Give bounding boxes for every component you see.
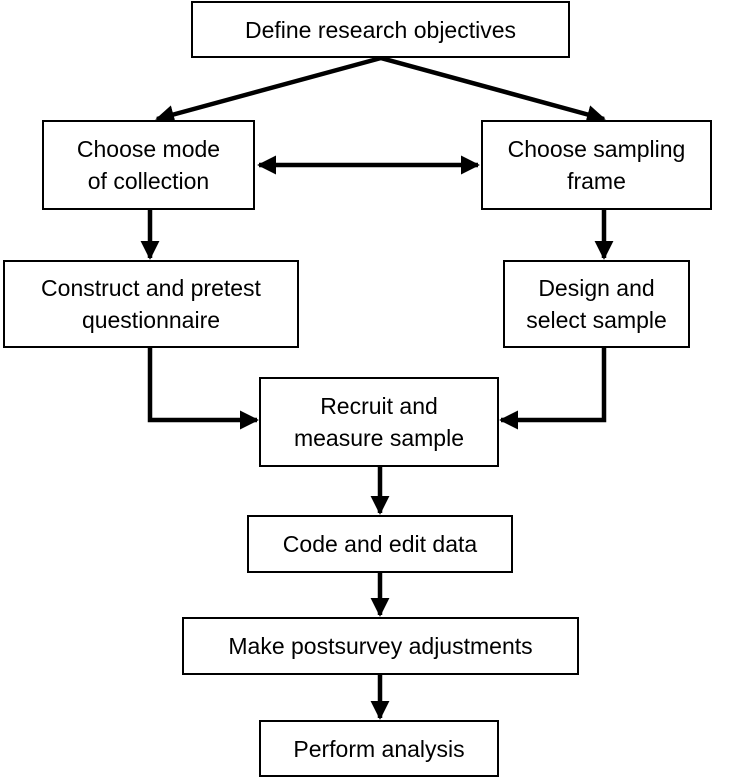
node-label-line: Code and edit data [282,531,478,557]
node-label-line: measure sample [293,425,465,451]
node-label-line: Choose sampling [507,136,686,162]
node-label-line: of collection [87,168,210,194]
node-label-line: questionnaire [81,307,221,333]
node-label-line: Design and [538,275,655,301]
node-postsurvey-adjustments: Make postsurvey adjustments [182,617,579,675]
node-label-line: Construct and pretest [41,275,261,301]
node-design-select-sample: Design and select sample [503,260,690,348]
node-label-line: Recruit and [320,393,438,419]
node-code-edit-data: Code and edit data [247,515,513,573]
node-recruit-measure-sample: Recruit and measure sample [259,377,499,467]
edge-define-to-mode [155,55,382,124]
edge-define-to-frame [380,55,606,124]
node-construct-pretest-questionnaire: Construct and pretest questionnaire [3,260,299,348]
node-label-line: frame [567,168,626,194]
edge-design-to-recruit [499,348,607,430]
edge-construct-to-recruit [147,348,259,430]
node-label-line: Choose mode [76,136,221,162]
node-label-line: select sample [526,307,667,333]
node-label-line: Define research objectives [244,16,517,43]
node-define-research-objectives: Define research objectives [191,1,570,58]
node-label-line: Perform analysis [293,735,465,762]
node-choose-mode-of-collection: Choose mode of collection [42,120,255,210]
node-perform-analysis: Perform analysis [259,720,499,777]
node-choose-sampling-frame: Choose sampling frame [481,120,712,210]
node-label-line: Make postsurvey adjustments [228,633,533,659]
